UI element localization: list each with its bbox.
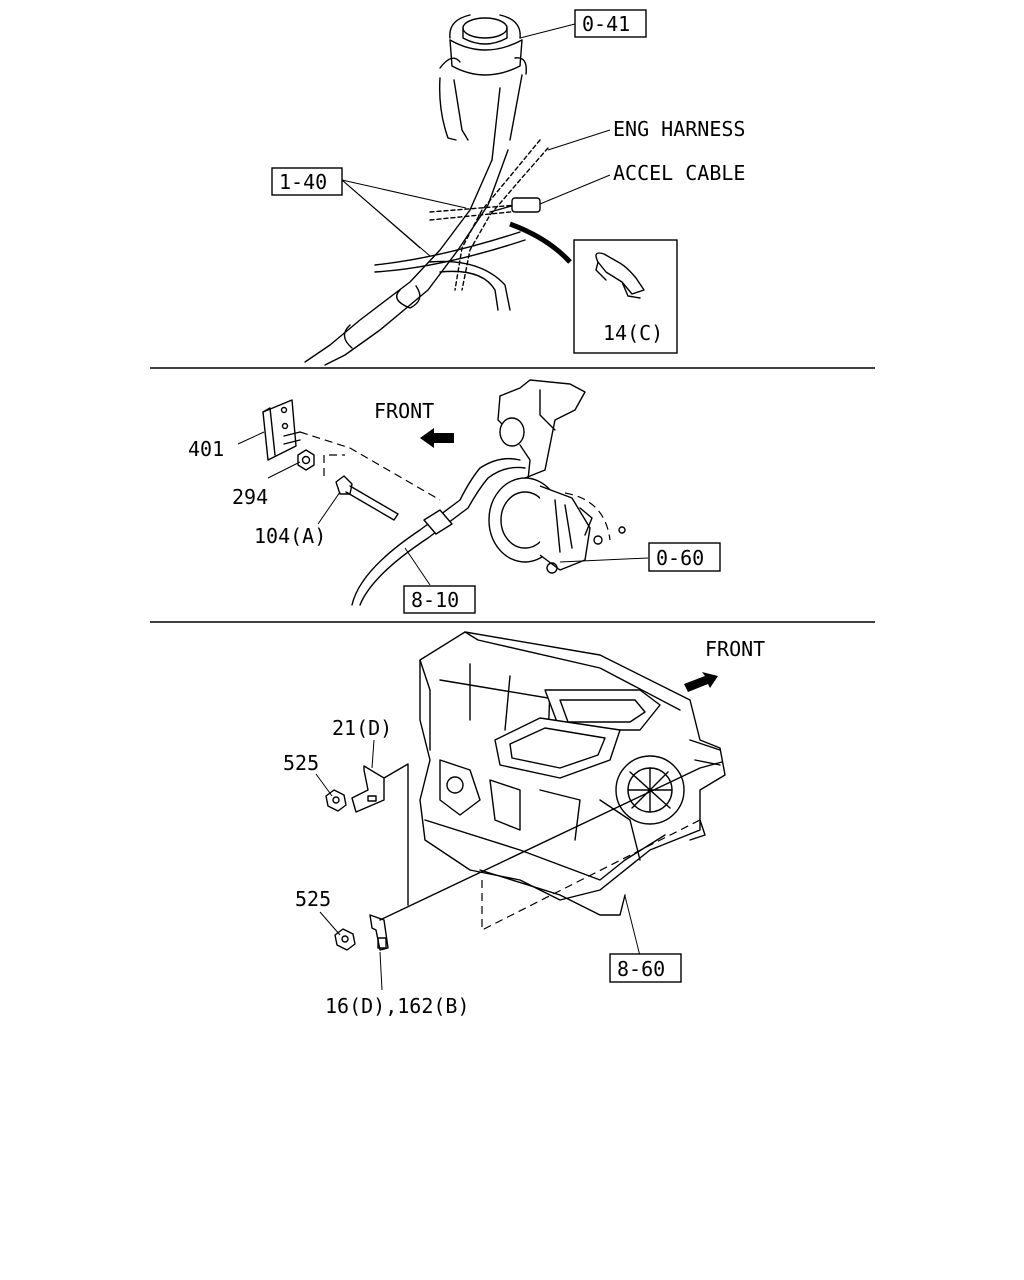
- clip-104a-icon: [335, 475, 399, 521]
- bracket-21d: [351, 765, 385, 813]
- part-label-104a: 104(A): [254, 524, 326, 548]
- ref-label-8-10: 8-10: [411, 588, 459, 612]
- part-label-525-lower: 525: [295, 887, 331, 911]
- ref-label-1-40: 1-40: [279, 170, 327, 194]
- clip-14c-label: 14(C): [603, 321, 663, 345]
- part-label-525-upper: 525: [283, 751, 319, 775]
- reservoir-cap: [438, 14, 527, 161]
- bracket-401: [262, 399, 301, 461]
- part-label-16d-162b: 16(D),162(B): [325, 994, 470, 1018]
- nut-294-icon: [297, 449, 315, 471]
- bottom-panel: FRONT 21(D) 525 525 16(D),162(B) 8-60: [283, 631, 765, 1018]
- eng-harness-label: ENG HARNESS: [613, 117, 745, 141]
- ref-label-0-60: 0-60: [656, 546, 704, 570]
- ref-label-0-41: 0-41: [582, 12, 630, 36]
- part-label-21d: 21(D): [332, 716, 392, 740]
- clip-detail-box: [573, 239, 678, 354]
- front-label-middle: FRONT: [374, 399, 434, 423]
- accel-cable-label: ACCEL CABLE: [613, 161, 745, 185]
- ref-box-8-60: [609, 953, 682, 983]
- front-arrow-bottom-icon: [684, 672, 718, 692]
- ref-box-0-41: [574, 9, 647, 38]
- ref-label-8-60: 8-60: [617, 957, 665, 981]
- hvac-unit: [419, 631, 726, 916]
- part-label-294: 294: [232, 485, 268, 509]
- ref-box-0-60: [648, 542, 721, 572]
- front-arrow-icon: [420, 428, 454, 448]
- front-label-bottom: FRONT: [705, 637, 765, 661]
- top-panel: 0-41 1-40 ENG HARNESS ACCEL CABLE 14(C): [271, 9, 745, 366]
- ref-box-1-40: [271, 167, 343, 196]
- clip-16d-icon: [369, 914, 389, 951]
- compressor-assembly: [488, 379, 626, 574]
- ref-box-8-10: [403, 585, 476, 614]
- clip-14c-icon: [595, 252, 645, 299]
- part-label-401: 401: [188, 437, 224, 461]
- nut-525-upper-icon: [325, 789, 347, 812]
- middle-panel: FRONT 401 294 104(A) 8-10 0-60: [188, 379, 721, 614]
